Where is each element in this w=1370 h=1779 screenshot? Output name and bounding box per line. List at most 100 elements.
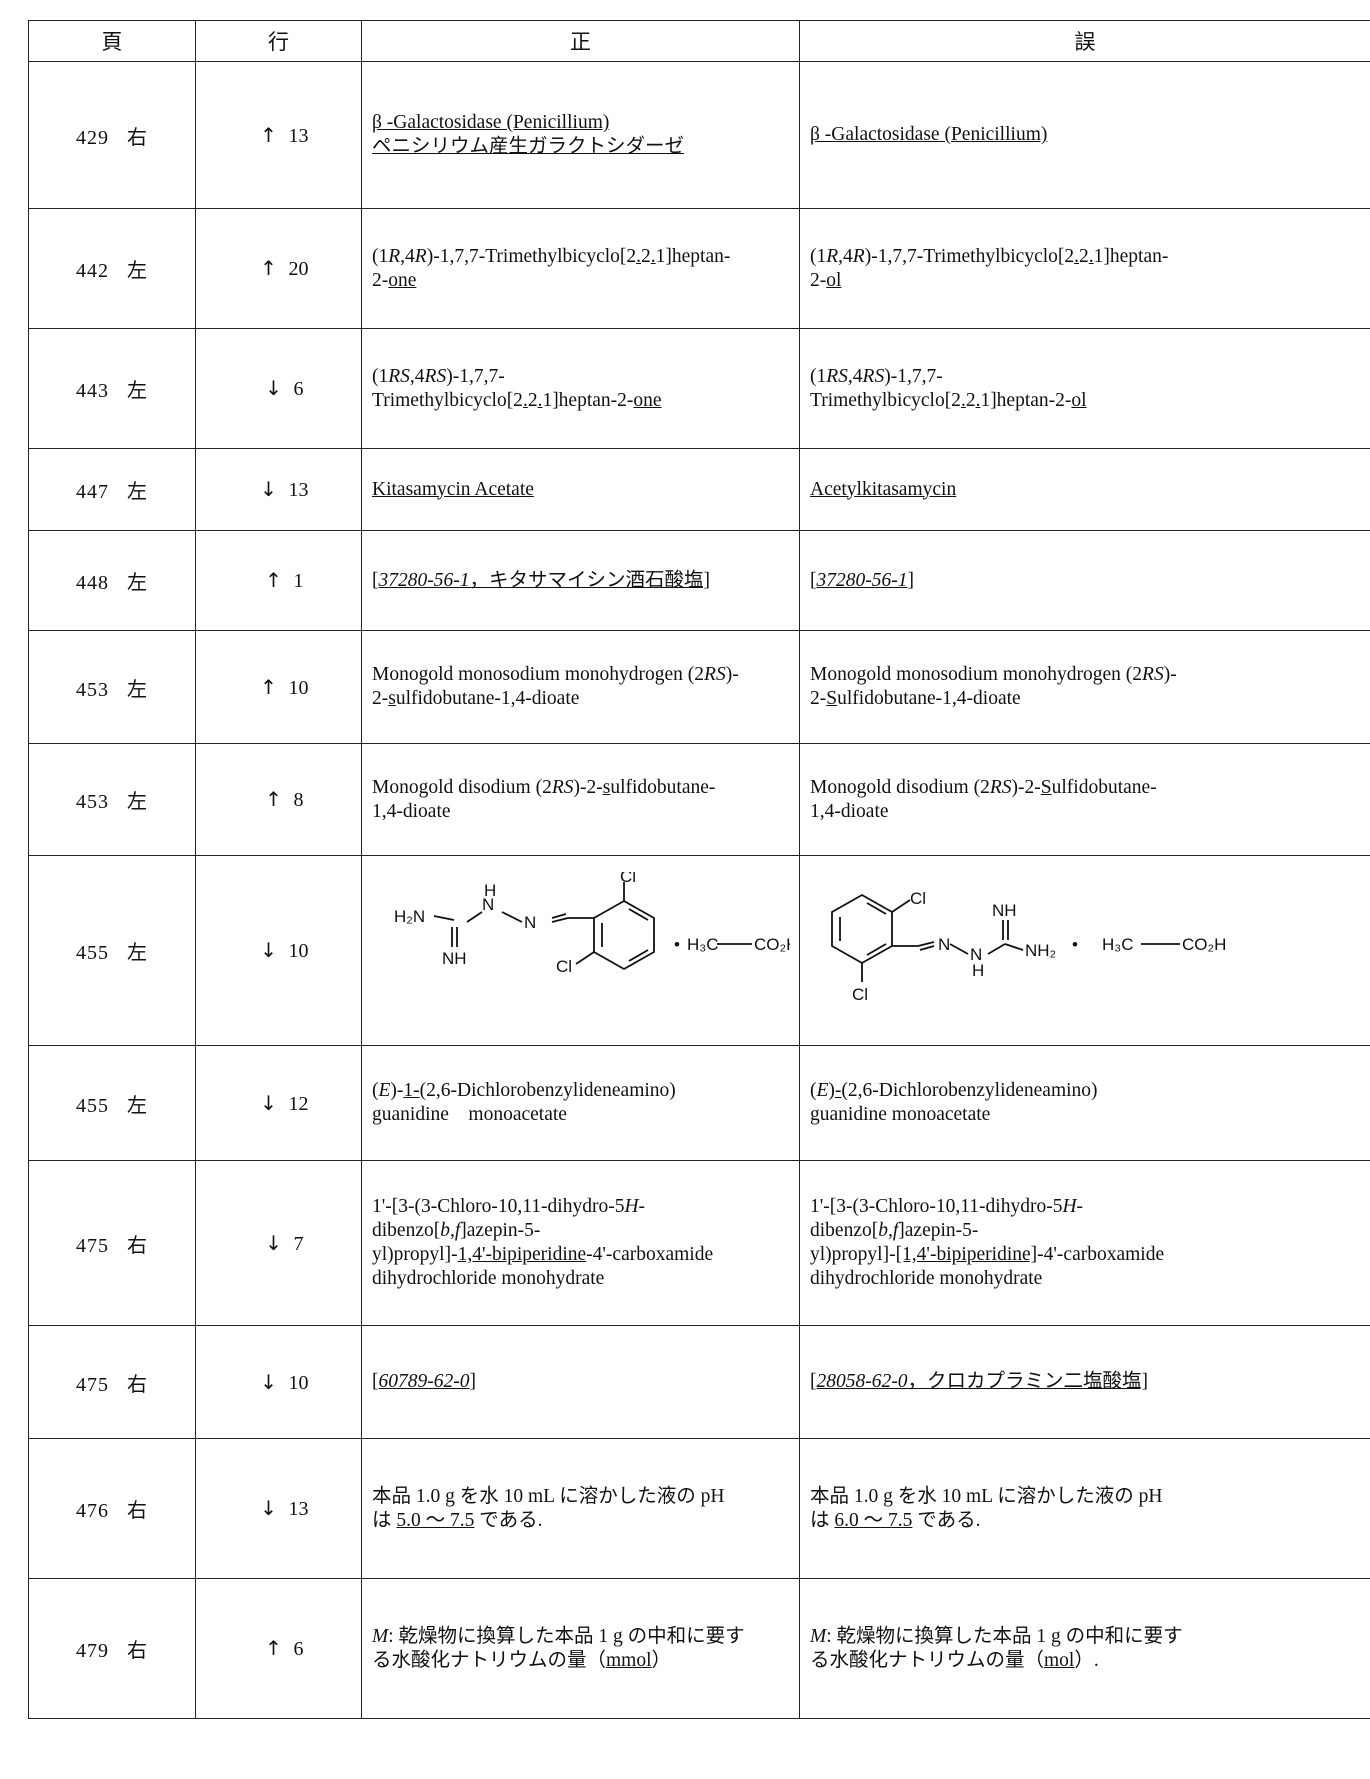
- text-part: b,f: [878, 1220, 899, 1242]
- page-number: 453: [76, 791, 109, 813]
- correct-cell: (E)-1-(2,6-Dichlorobenzylideneamino)guan…: [361, 1045, 800, 1161]
- text-part: ,4: [409, 365, 425, 387]
- text-part: る水酸化ナトリウムの量（: [372, 1649, 607, 1671]
- text-part: 1'-[3-(3-Chloro-10,11-dihydro-5: [810, 1196, 1063, 1218]
- page-cell: 476 右: [28, 1438, 196, 1579]
- arrow-up-icon: ↑: [260, 122, 277, 147]
- text-part: : 乾燥物に換算した本品 1 g の中和に要す: [826, 1625, 1183, 1647]
- nitrogen-label: N: [482, 895, 494, 914]
- correct-cell: M: 乾燥物に換算した本品 1 g の中和に要する水酸化ナトリウムの量（mmol…: [361, 1578, 800, 1719]
- line-cell: ↓13: [195, 1438, 362, 1579]
- text-part: 1'-[3-(3-Chloro-10,11-dihydro-5: [372, 1196, 625, 1218]
- page-side: 右: [127, 1640, 148, 1662]
- nitrogen-label: N: [524, 913, 536, 932]
- text-part: guanidine monoacetate: [372, 1104, 567, 1125]
- page-cell: 475 右: [28, 1160, 196, 1326]
- text-part: )-2-: [573, 776, 603, 798]
- text-part: [: [372, 1371, 379, 1393]
- page-side: 左: [127, 380, 148, 402]
- text-part: RS: [989, 776, 1012, 798]
- text-part: (: [372, 1080, 379, 1102]
- page-number: 453: [76, 678, 109, 701]
- arrow-down-icon: ↓: [265, 1230, 282, 1255]
- text-part: dihydrochloride monohydrate: [810, 1267, 1043, 1289]
- acetic-carboxyl-label: CO₂H: [754, 935, 790, 954]
- text-part: (2,6-Dichlorobenzylideneamino): [841, 1080, 1098, 1102]
- text-part: dihydrochloride monohydrate: [372, 1267, 605, 1289]
- text-part: 本品 1.0 g を水 10 mL に溶かした液の pH: [372, 1485, 725, 1507]
- wrong-cell: Monogold disodium (2RS)-2-Sulfidobutane-…: [799, 743, 1370, 856]
- text-part: 1,4-dioate: [372, 800, 451, 822]
- text-part: E: [816, 1080, 829, 1102]
- wrong-cell: [28058-62-0，クロカプラミン二塩酸塩]: [799, 1325, 1370, 1439]
- wrong-cell: [37280-56-1]: [799, 530, 1370, 631]
- dot-separator: •: [674, 935, 680, 954]
- chlorine-label: Cl: [852, 985, 868, 1004]
- text-part: Monogold disodium (2: [810, 776, 990, 798]
- text-part: ): [828, 1080, 835, 1102]
- imine-label: NH: [442, 949, 467, 968]
- text-part: (2,6-Dichlorobenzylideneamino): [419, 1080, 676, 1102]
- underlined-change: S: [826, 688, 838, 709]
- page-side: 右: [127, 1373, 148, 1396]
- wrong-text: Acetylkitasamycin: [810, 478, 957, 500]
- text-part: .: [1088, 245, 1094, 267]
- page-side: 右: [127, 1234, 148, 1257]
- header-row: 頁 行 正 誤: [28, 20, 1370, 62]
- underlined-change: one: [633, 389, 662, 411]
- arrow-down-icon: ↓: [260, 1496, 277, 1520]
- text-part: dibenzo[: [810, 1220, 879, 1242]
- text-part: )-1,7,7-Trimethylbicyclo[2: [426, 245, 637, 267]
- text-part: ，クロカプラミン二塩酸塩]: [907, 1371, 1149, 1393]
- page-number: 455: [76, 1094, 109, 1117]
- text-part: M: [372, 1625, 389, 1647]
- text-part: R: [852, 245, 865, 267]
- page-side: 左: [127, 572, 148, 594]
- underlined-change: mol: [1044, 1649, 1075, 1671]
- text-part: (1: [372, 365, 389, 387]
- line-cell: ↓7: [195, 1160, 362, 1326]
- page-number: 476: [76, 1500, 109, 1522]
- arrow-down-icon: ↓: [260, 1369, 277, 1394]
- line-number: 10: [288, 1371, 309, 1394]
- text-part: Trimethylbicyclo[2: [372, 389, 523, 411]
- line-number: 6: [293, 1638, 304, 1660]
- hydrogen-label: H: [484, 881, 496, 900]
- page-side: 右: [127, 1500, 148, 1522]
- text-part: R: [388, 245, 401, 267]
- header-correct: 正: [361, 20, 800, 62]
- line-cell: ↑6: [195, 1578, 362, 1719]
- text-part: )-2-: [1011, 776, 1041, 798]
- text-part: ]: [907, 569, 915, 591]
- text-part: .: [522, 389, 528, 411]
- line-number: 12: [288, 1092, 309, 1115]
- underlined-change: 1,4'-bipiperidine: [457, 1244, 587, 1265]
- text-part: ,4: [838, 245, 853, 267]
- arrow-up-icon: ↑: [265, 1636, 282, 1660]
- text-part: RS: [388, 365, 410, 387]
- text-part: 2-: [372, 269, 389, 291]
- text-part: .: [1074, 245, 1080, 267]
- text-part: 2: [965, 389, 976, 411]
- underlined-change: [1,4'-bipiperidine]: [895, 1244, 1038, 1265]
- text-part: -4'-carboxamide: [1037, 1244, 1165, 1265]
- text-part: yl)propyl]-: [810, 1244, 896, 1265]
- imine-label: NH: [992, 901, 1017, 920]
- text-part: ）: [651, 1649, 672, 1671]
- text-part: RS: [551, 776, 574, 798]
- page-number: 455: [76, 942, 109, 964]
- text-part: である.: [912, 1509, 981, 1531]
- text-part: RS: [862, 365, 885, 387]
- text-part: dibenzo[: [372, 1220, 441, 1242]
- line-number: 10: [288, 940, 309, 962]
- page-number: 475: [76, 1234, 109, 1257]
